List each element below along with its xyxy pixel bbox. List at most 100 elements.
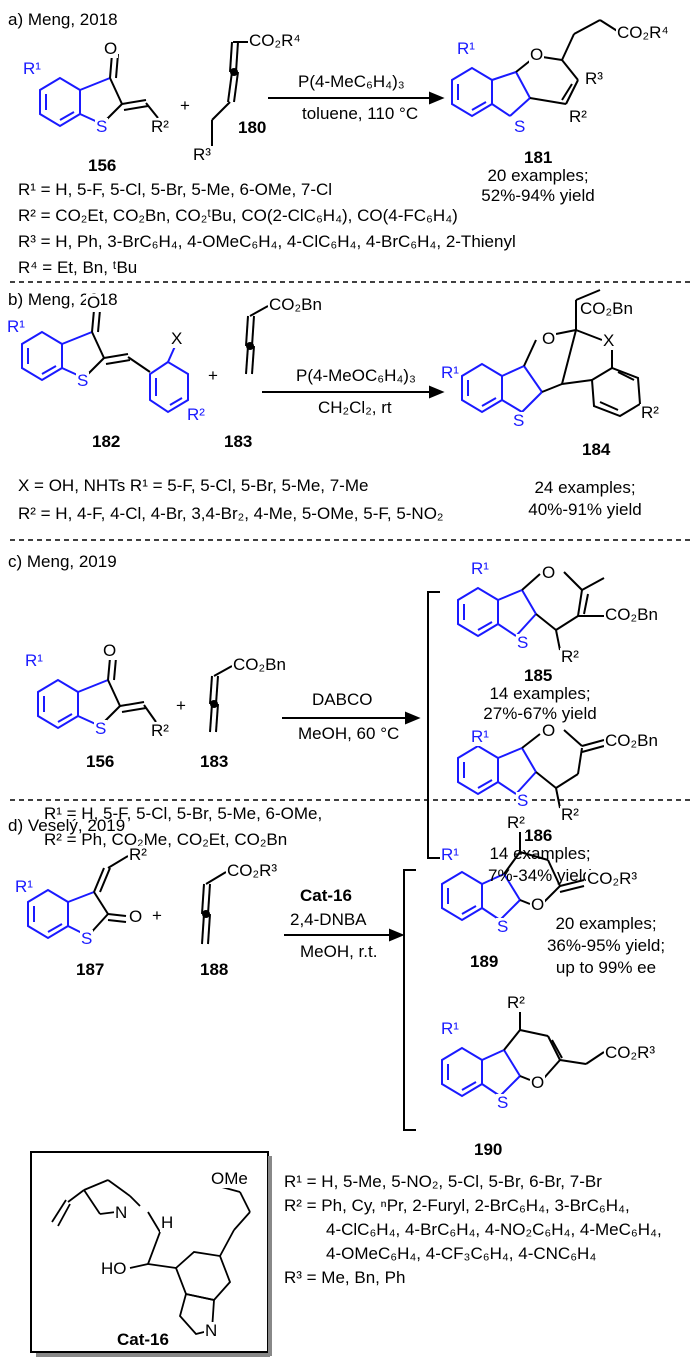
label-186: 186 xyxy=(524,826,553,845)
bracket-d xyxy=(403,869,416,1131)
structure-186 xyxy=(457,744,537,796)
co2r3-label-188: CO₂R³ xyxy=(226,861,279,880)
structure-185 xyxy=(457,586,537,638)
label-187: 187 xyxy=(76,960,105,979)
sulfur-182: S xyxy=(76,371,90,390)
cat16-box xyxy=(30,1151,272,1357)
result-186-line1: 14 examples; xyxy=(489,844,591,863)
result-186-line2: 7%-34% yield xyxy=(488,866,592,885)
scope-d-r2-cont1: 4-ClC₆H₄, 4-BrC₆H₄, 4-NO₂C₆H₄, 4-MeC₆H₄, xyxy=(326,1220,662,1239)
nitrogen-quinoline: N xyxy=(204,1321,219,1340)
reagent-a: P(4-MeC₆H₄)₃ xyxy=(298,72,405,91)
reagent-c: DABCO xyxy=(312,690,373,709)
reagent-b: P(4-MeOC₆H₄)₃ xyxy=(296,366,416,385)
oxygen-182: O xyxy=(86,293,102,312)
structure-187-lactone xyxy=(87,855,129,937)
scope-d-r3: R³ = Me, Bn, Ph xyxy=(284,1268,406,1287)
scope-a-r3: R³ = H, Ph, 3-BrC₆H₄, 4-OMeC₆H₄, 4-ClC₆H… xyxy=(18,232,516,251)
r2-label-190: R² xyxy=(506,993,526,1012)
r2-label-156a: R² xyxy=(150,117,170,136)
oxygen-186: O xyxy=(541,721,557,740)
oxygen-156c: O xyxy=(102,641,118,660)
r1-label-156c: R¹ xyxy=(24,651,44,670)
plus-c: + xyxy=(176,696,186,715)
label-185: 185 xyxy=(524,666,553,685)
r1-label-156a: R¹ xyxy=(22,59,42,78)
structure-183-b xyxy=(245,305,269,375)
sulfur-185: S xyxy=(516,633,530,652)
catalyst-d: Cat-16 xyxy=(300,886,352,905)
result-b-line2: 40%-91% yield xyxy=(528,500,642,519)
arrow-b xyxy=(262,385,445,399)
structure-184 xyxy=(461,362,543,414)
structure-190 xyxy=(441,1046,521,1098)
panel-d-title: d) Veselý, 2019 xyxy=(8,816,126,835)
oxygen-184: O xyxy=(541,329,557,348)
hydroxyl-cat16: HO xyxy=(100,1259,128,1278)
r1-label-181: R¹ xyxy=(456,39,476,58)
label-190: 190 xyxy=(474,1140,503,1159)
r2-label-184: R² xyxy=(640,403,660,422)
arrow-a xyxy=(268,91,445,105)
co2r3-label-190: CO₂R³ xyxy=(604,1043,657,1062)
arrow-d xyxy=(284,928,405,942)
scope-a-r1: R¹ = H, 5-F, 5-Cl, 5-Br, 5-Me, 6-OMe, 7-… xyxy=(18,180,333,199)
scope-d-r2-cont2: 4-OMeC₆H₄, 4-CF₃C₆H₄, 4-CNC₆H₄ xyxy=(326,1244,597,1263)
plus-b: + xyxy=(208,366,218,385)
conditions-b: CH₂Cl₂, rt xyxy=(318,398,392,417)
co2bn-label-186: CO₂Bn xyxy=(604,731,659,750)
structure-182-aryl xyxy=(149,343,189,414)
r2-label-189: R² xyxy=(506,813,526,832)
label-156-a: 156 xyxy=(88,156,117,175)
sulfur-181: S xyxy=(513,117,527,136)
scope-d-r1: R¹ = H, 5-Me, 5-NO₂, 5-Cl, 5-Br, 6-Br, 7… xyxy=(284,1172,602,1191)
sulfur-156a: S xyxy=(95,117,109,136)
co2r3-label-189: CO₂R³ xyxy=(586,869,639,888)
result-a-line1: 20 examples; xyxy=(487,166,589,185)
label-180: 180 xyxy=(238,118,267,137)
structure-181 xyxy=(451,66,531,118)
sulfur-189: S xyxy=(496,917,510,936)
scope-c-r2: R² = Ph, CO₂Me, CO₂Et, CO₂Bn xyxy=(44,830,288,849)
label-183-b: 183 xyxy=(224,432,253,451)
catalyst-label: Cat-16 xyxy=(117,1330,169,1349)
structure-156-a-ketone xyxy=(101,53,159,125)
result-189-line2: 36%-95% yield; xyxy=(546,936,666,955)
nitrogen-quinuclidine: N xyxy=(114,1203,129,1222)
result-a-line2: 52%-94% yield xyxy=(481,186,595,205)
structure-183-c xyxy=(209,665,233,733)
structure-188 xyxy=(201,871,227,945)
label-189: 189 xyxy=(470,952,499,971)
r2-label-186: R² xyxy=(560,805,580,824)
co2bn-label-184: CO₂Bn xyxy=(579,299,634,318)
result-185-line2: 27%-67% yield xyxy=(483,704,597,723)
r2-label-182: R² xyxy=(186,405,206,424)
structure-186-pyran xyxy=(521,729,605,809)
bracket-c xyxy=(427,591,440,859)
label-184: 184 xyxy=(582,440,611,459)
cat16-structure xyxy=(51,1179,251,1336)
label-188: 188 xyxy=(200,960,229,979)
r2-label-156c: R² xyxy=(150,721,170,740)
scope-a-r2: R² = CO₂Et, CO₂Bn, CO₂ᵗBu, CO(2-ClC₆H₄),… xyxy=(18,206,458,225)
panel-a-title: a) Meng, 2018 xyxy=(8,10,118,29)
label-183-c: 183 xyxy=(200,752,229,771)
arrow-c xyxy=(282,711,421,725)
conditions-c: MeOH, 60 °C xyxy=(298,724,400,743)
r1-label-187: R¹ xyxy=(14,877,34,896)
co2bn-label-183b: CO₂Bn xyxy=(268,295,323,314)
structure-182-link xyxy=(83,309,151,379)
additive-d: 2,4-DNBA xyxy=(290,910,367,929)
oxygen-185: O xyxy=(541,563,557,582)
sulfur-190: S xyxy=(496,1093,510,1112)
label-181: 181 xyxy=(524,148,553,167)
x-label-182: X xyxy=(170,329,184,348)
co2bn-label-185: CO₂Bn xyxy=(604,605,659,624)
r1-label-184: R¹ xyxy=(440,363,460,382)
r2-label-185: R² xyxy=(560,647,580,666)
structure-156-c-ketone xyxy=(99,657,157,727)
sulfur-187: S xyxy=(80,929,94,948)
scope-b-line1: X = OH, NHTs R¹ = 5-F, 5-Cl, 5-Br, 5-Me,… xyxy=(18,476,369,495)
